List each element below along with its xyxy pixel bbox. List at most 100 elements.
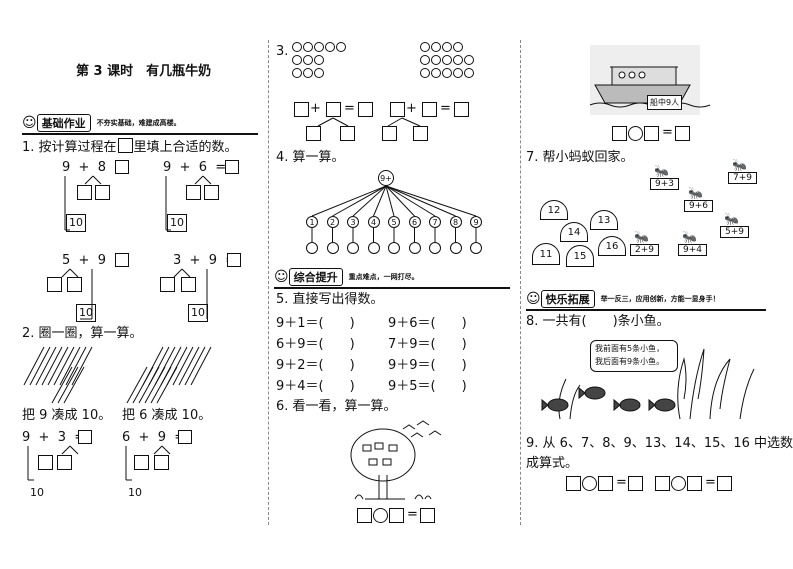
ant-icon: 🐜: [724, 212, 739, 226]
q4-answer-circle[interactable]: [408, 242, 421, 254]
ant-expression-card[interactable]: 9+4: [678, 244, 707, 256]
q4-addend-circle: 8: [449, 216, 462, 228]
answer-box[interactable]: [78, 430, 92, 444]
milk-bottle-circle: [431, 68, 441, 78]
q4-answer-circle[interactable]: [306, 242, 318, 254]
q4-answer-circle[interactable]: [470, 242, 482, 254]
answer-box[interactable]: [358, 102, 373, 117]
split-box[interactable]: [57, 455, 72, 470]
q4-answer-circle[interactable]: [347, 242, 359, 254]
boat-illustration: [589, 45, 711, 115]
split-box[interactable]: [160, 277, 175, 292]
split-box[interactable]: [413, 126, 428, 141]
milk-bottle-circle: [420, 68, 430, 78]
ant-expression-card[interactable]: 7+9: [728, 172, 757, 184]
answer-box[interactable]: [115, 253, 129, 267]
answer-box[interactable]: [294, 102, 309, 117]
q4-branch-line: [385, 185, 415, 217]
answer-box[interactable]: [357, 508, 372, 523]
milk-bottle-circle: [336, 42, 346, 52]
ant-expression-card[interactable]: 2+9: [630, 244, 659, 256]
q9-prompt-line1: 9. 从 6、7、8、9、13、14、15、16 中选数组: [526, 436, 793, 451]
q1-prompt: 1. 按计算过程在里填上合适的数。: [22, 138, 238, 155]
ant-expression-card[interactable]: 5+9: [720, 226, 749, 238]
answer-box[interactable]: [598, 476, 613, 491]
ten-label: 10: [30, 486, 44, 499]
ant-home-hill[interactable]: 13: [590, 210, 618, 230]
q8-prompt: 8. 一共有( )条小鱼。: [526, 314, 670, 329]
ant-icon: 🐜: [682, 230, 697, 244]
q4-answer-circle[interactable]: [326, 242, 339, 254]
answer-box[interactable]: [178, 430, 192, 444]
answer-box[interactable]: [115, 160, 129, 174]
split-box[interactable]: [154, 455, 169, 470]
answer-box[interactable]: [422, 102, 437, 117]
split-box[interactable]: [134, 455, 149, 470]
answer-box[interactable]: [675, 126, 690, 141]
ten-label: 10: [167, 214, 187, 232]
operator-circle[interactable]: [373, 508, 388, 523]
q4-branch-lines: [311, 185, 477, 242]
q4-addend-circle: 1: [306, 216, 318, 228]
answer-box[interactable]: [389, 508, 404, 523]
q4-answer-circle[interactable]: [367, 242, 380, 254]
answer-box[interactable]: [717, 476, 732, 491]
answer-box[interactable]: [566, 476, 581, 491]
milk-bottle-circle: [420, 42, 430, 52]
q4-addend-circle: 7: [429, 216, 441, 228]
q2-prompt: 2. 圈一圈，算一算。: [22, 326, 143, 341]
q4-addend-circle: 6: [408, 216, 421, 228]
ant-home-hill[interactable]: 16: [598, 236, 626, 256]
q4-answer-circle[interactable]: [388, 242, 400, 254]
answer-box[interactable]: [612, 126, 627, 141]
ant-home-hill[interactable]: 14: [560, 222, 588, 242]
q3-prompt: 3.: [276, 44, 289, 59]
mascot-icon: ☺: [274, 269, 289, 285]
q4-answer-circle[interactable]: [429, 242, 441, 254]
milk-bottle-circle: [420, 55, 430, 65]
ant-expression-card[interactable]: 9+6: [684, 200, 713, 212]
answer-box[interactable]: [655, 476, 670, 491]
operator-circle[interactable]: [671, 476, 686, 491]
split-box[interactable]: [67, 277, 82, 292]
milk-bottle-circle: [464, 55, 474, 65]
split-box[interactable]: [77, 185, 92, 200]
mascot-icon: ☺: [22, 115, 37, 131]
ant-home-hill[interactable]: 12: [540, 200, 568, 220]
ant-expression-card[interactable]: 9+3: [650, 178, 679, 190]
ant-home-hill[interactable]: 15: [566, 245, 594, 267]
answer-box[interactable]: [227, 253, 241, 267]
ant-home-hill[interactable]: 11: [532, 243, 560, 265]
answer-box[interactable]: [644, 126, 659, 141]
operator-circle[interactable]: [628, 126, 643, 141]
split-box[interactable]: [181, 277, 196, 292]
answer-box[interactable]: [390, 102, 405, 117]
split-box[interactable]: [47, 277, 62, 292]
milk-bottle-circle: [314, 55, 324, 65]
answer-box[interactable]: [454, 102, 469, 117]
split-box[interactable]: [95, 185, 110, 200]
q4-branch-line: [385, 185, 477, 217]
split-box[interactable]: [38, 455, 53, 470]
banner-fun-sub: 举一反三，应用创新，方能一显身手！: [600, 295, 720, 303]
q4-answer-circle[interactable]: [449, 242, 462, 254]
operator-circle[interactable]: [582, 476, 597, 491]
split-box[interactable]: [186, 185, 201, 200]
split-box[interactable]: [204, 185, 219, 200]
split-box[interactable]: [340, 126, 355, 141]
split-box[interactable]: [382, 126, 397, 141]
milk-bottle-circle: [453, 68, 463, 78]
blank-box-icon: [117, 138, 133, 153]
fish-scene-illustration: [541, 348, 755, 420]
answer-box[interactable]: [628, 476, 643, 491]
ant-icon: 🐜: [732, 158, 747, 172]
tree-with-birds-illustration: [350, 420, 442, 500]
q4-branch-line: [352, 185, 387, 217]
answer-box[interactable]: [687, 476, 702, 491]
milk-bottle-circle: [442, 68, 452, 78]
split-box[interactable]: [306, 126, 321, 141]
answer-box[interactable]: [326, 102, 341, 117]
milk-bottle-circle: [464, 68, 474, 78]
answer-box[interactable]: [420, 508, 435, 523]
answer-box[interactable]: [225, 160, 239, 174]
